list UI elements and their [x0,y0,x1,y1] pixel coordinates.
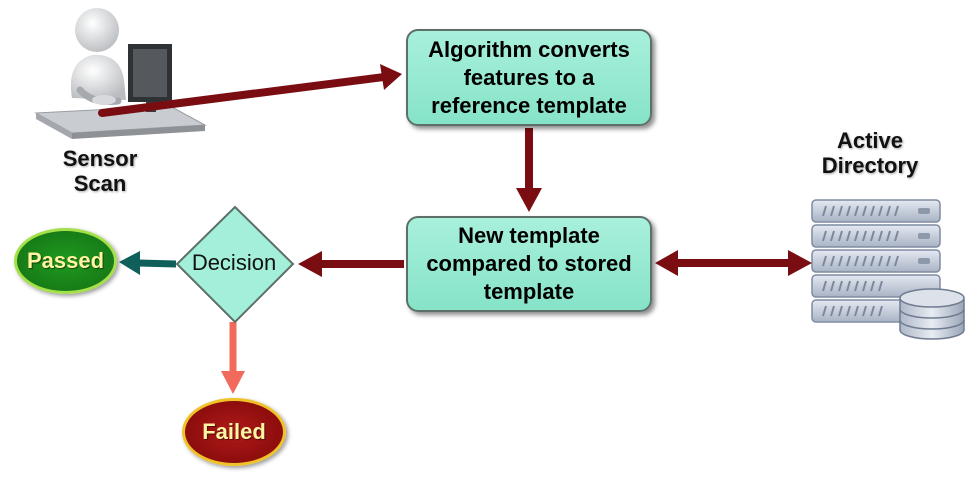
compare-line1: New template [458,223,600,248]
directory-label-line2: Directory [821,153,919,178]
failed-label: Failed [202,419,266,444]
sensor-label-line2: Scan [73,171,127,196]
passed-oval: Passed [14,228,117,294]
directory-label-line1: Active [836,128,904,153]
failed-oval: Failed [182,398,286,466]
algorithm-line1: Algorithm converts [428,36,630,62]
arrow-decision-to-passed [119,251,177,275]
sensor-scan-illustration [34,8,207,139]
arrow-decision-to-failed [221,322,245,394]
arrow-compare-directory [655,250,812,276]
passed-label: Passed [26,248,105,273]
database-icon [899,288,965,340]
algorithm-line2: features to a [463,64,595,90]
sensor-label-line1: Sensor [62,146,138,171]
arrow-sensor-to-algorithm [98,64,402,117]
algorithm-box: Algorithm converts features to a referen… [406,29,652,126]
algorithm-line3: reference template [431,92,627,118]
sensor-scan-label: Sensor Scan [40,146,160,196]
decision-diamond [175,205,295,324]
arrow-compare-to-decision [298,251,404,277]
active-directory-label: Active Directory [800,128,940,178]
decision-label: Decision [191,250,277,275]
compare-line3: template [483,279,575,304]
compare-box: New template compared to stored template [406,216,652,312]
arrow-algorithm-to-compare [516,128,542,212]
compare-line2: compared to stored [426,251,632,276]
